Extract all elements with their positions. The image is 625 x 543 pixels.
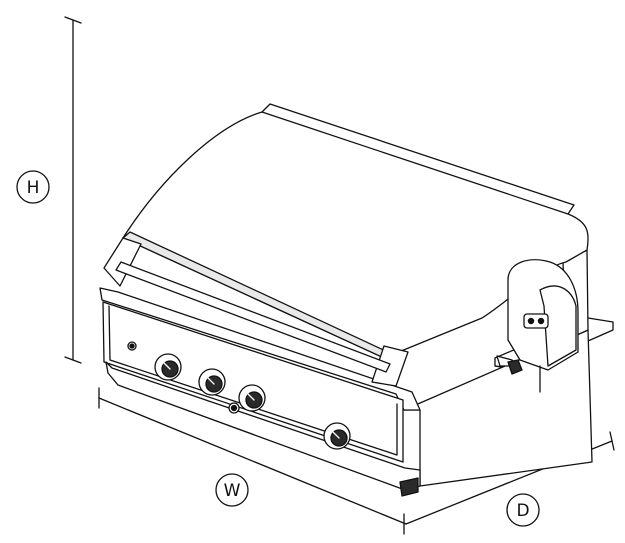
- height-dimension-tick-bottom: [64, 356, 82, 364]
- control-panel: [102, 301, 404, 463]
- control-knob-icon: [154, 353, 182, 381]
- igniter-button-icon: [228, 402, 240, 414]
- height-dimension: H: [16, 16, 82, 364]
- height-label-circle: [16, 170, 50, 204]
- height-label: H: [27, 178, 40, 198]
- igniter-button-icon: [127, 341, 137, 351]
- handle-end-right: [371, 345, 409, 387]
- depth-dimension-tick-right: [609, 431, 615, 451]
- height-dimension-tick-top: [64, 16, 82, 24]
- width-dimension: W: [98, 387, 407, 535]
- depth-label: D: [516, 501, 529, 521]
- handle-bar: [115, 261, 391, 373]
- width-label: W: [224, 481, 241, 501]
- width-label-circle: [215, 473, 249, 507]
- grill-icon: [99, 103, 614, 497]
- front-bottom-ledge: [105, 361, 421, 491]
- lid-top-crease: [261, 103, 575, 215]
- control-knob-icon: [238, 384, 266, 412]
- front-top-rim: [99, 287, 421, 411]
- control-knob-icon: [323, 422, 351, 450]
- control-knob-icon: [198, 368, 226, 396]
- depth-label-circle: [506, 493, 540, 527]
- front-bottom-trim: [399, 477, 419, 497]
- rotisserie-motor-icon: [496, 259, 579, 393]
- width-dimension-line: [98, 397, 407, 525]
